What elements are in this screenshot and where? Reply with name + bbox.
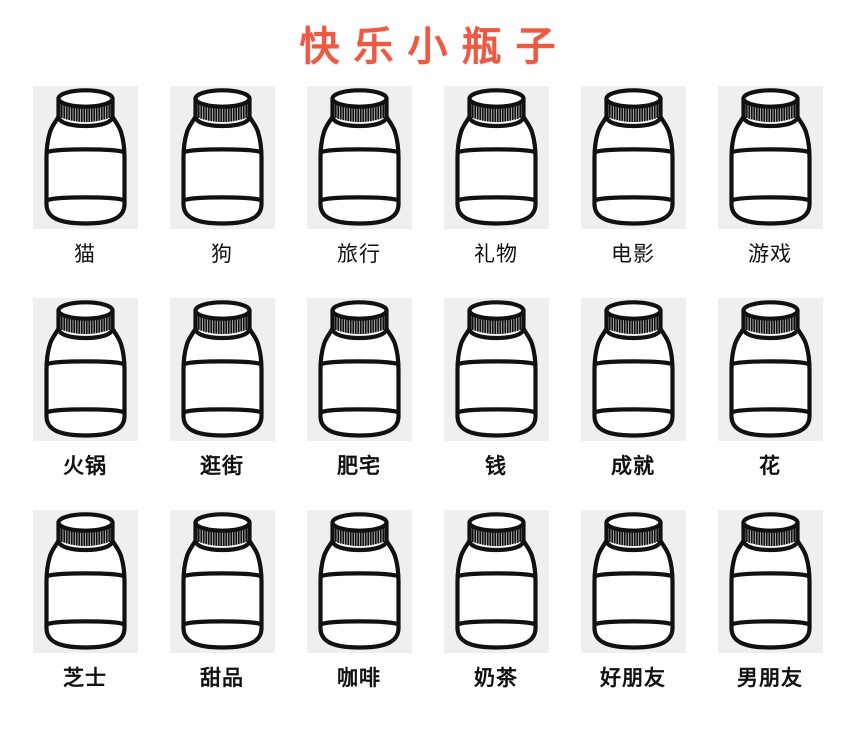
jar-label: 花 <box>759 454 781 478</box>
jar-label: 旅行 <box>337 242 381 266</box>
jar-icon <box>454 88 538 226</box>
jar-label: 钱 <box>485 454 507 478</box>
jar-tile[interactable] <box>306 86 412 229</box>
jar-icon <box>180 88 264 226</box>
jar-tile[interactable] <box>169 298 275 441</box>
jar-label: 游戏 <box>748 242 792 266</box>
jar-label: 成就 <box>611 454 655 478</box>
jar-item[interactable]: 芝士 <box>32 510 138 709</box>
jar-item[interactable]: 奶茶 <box>443 510 549 709</box>
jar-tile[interactable] <box>443 510 549 653</box>
row-spacer <box>33 285 823 298</box>
jar-item[interactable]: 猫 <box>32 86 138 285</box>
jar-item[interactable]: 游戏 <box>717 86 823 285</box>
jar-tile[interactable] <box>717 86 823 229</box>
jar-item[interactable]: 好朋友 <box>580 510 686 709</box>
jar-item[interactable]: 礼物 <box>443 86 549 285</box>
jar-item[interactable]: 男朋友 <box>717 510 823 709</box>
jar-icon <box>454 300 538 438</box>
jar-label: 奶茶 <box>474 666 518 690</box>
jar-icon <box>591 512 675 650</box>
page-title: 快乐小瓶子 <box>299 24 570 70</box>
jar-icon <box>317 300 401 438</box>
jar-icon <box>43 512 127 650</box>
jar-tile[interactable] <box>443 86 549 229</box>
jar-tile[interactable] <box>717 510 823 653</box>
jar-label: 逛街 <box>200 454 244 478</box>
jar-icon <box>591 300 675 438</box>
jar-label: 火锅 <box>63 454 107 478</box>
jar-item[interactable]: 狗 <box>169 86 275 285</box>
jar-grid: 猫 狗 旅行 <box>32 86 823 709</box>
jar-item[interactable]: 成就 <box>580 298 686 497</box>
jar-item[interactable]: 电影 <box>580 86 686 285</box>
jar-icon <box>317 512 401 650</box>
jar-item[interactable]: 花 <box>717 298 823 497</box>
jar-item[interactable]: 旅行 <box>306 86 412 285</box>
jar-item[interactable]: 咖啡 <box>306 510 412 709</box>
row-spacer <box>33 497 823 510</box>
jar-tile[interactable] <box>717 298 823 441</box>
jar-icon <box>728 88 812 226</box>
jar-tile[interactable] <box>32 510 138 653</box>
jar-item[interactable]: 逛街 <box>169 298 275 497</box>
jar-icon <box>728 300 812 438</box>
jar-icon <box>454 512 538 650</box>
jar-label: 肥宅 <box>337 454 381 478</box>
jar-label: 甜品 <box>200 666 244 690</box>
jar-tile[interactable] <box>169 510 275 653</box>
jar-label: 猫 <box>74 242 96 266</box>
jar-label: 芝士 <box>63 666 107 690</box>
jar-tile[interactable] <box>32 86 138 229</box>
jar-tile[interactable] <box>306 298 412 441</box>
jar-label: 电影 <box>611 242 655 266</box>
jar-tile[interactable] <box>32 298 138 441</box>
jar-label: 礼物 <box>474 242 518 266</box>
jar-label: 咖啡 <box>337 666 381 690</box>
jar-icon <box>43 300 127 438</box>
jar-label: 狗 <box>211 242 233 266</box>
jar-tile[interactable] <box>580 86 686 229</box>
jar-icon <box>591 88 675 226</box>
jar-icon <box>43 88 127 226</box>
jar-label: 好朋友 <box>600 666 666 690</box>
page-title-bar: 快乐小瓶子 <box>0 0 855 86</box>
jar-item[interactable]: 火锅 <box>32 298 138 497</box>
jar-icon <box>180 512 264 650</box>
jar-item[interactable]: 甜品 <box>169 510 275 709</box>
jar-icon <box>317 88 401 226</box>
jar-tile[interactable] <box>443 298 549 441</box>
jar-item[interactable]: 钱 <box>443 298 549 497</box>
jar-tile[interactable] <box>580 510 686 653</box>
jar-icon <box>180 300 264 438</box>
jar-item[interactable]: 肥宅 <box>306 298 412 497</box>
jar-tile[interactable] <box>580 298 686 441</box>
jar-tile[interactable] <box>306 510 412 653</box>
jar-icon <box>728 512 812 650</box>
jar-label: 男朋友 <box>737 666 803 690</box>
jar-tile[interactable] <box>169 86 275 229</box>
